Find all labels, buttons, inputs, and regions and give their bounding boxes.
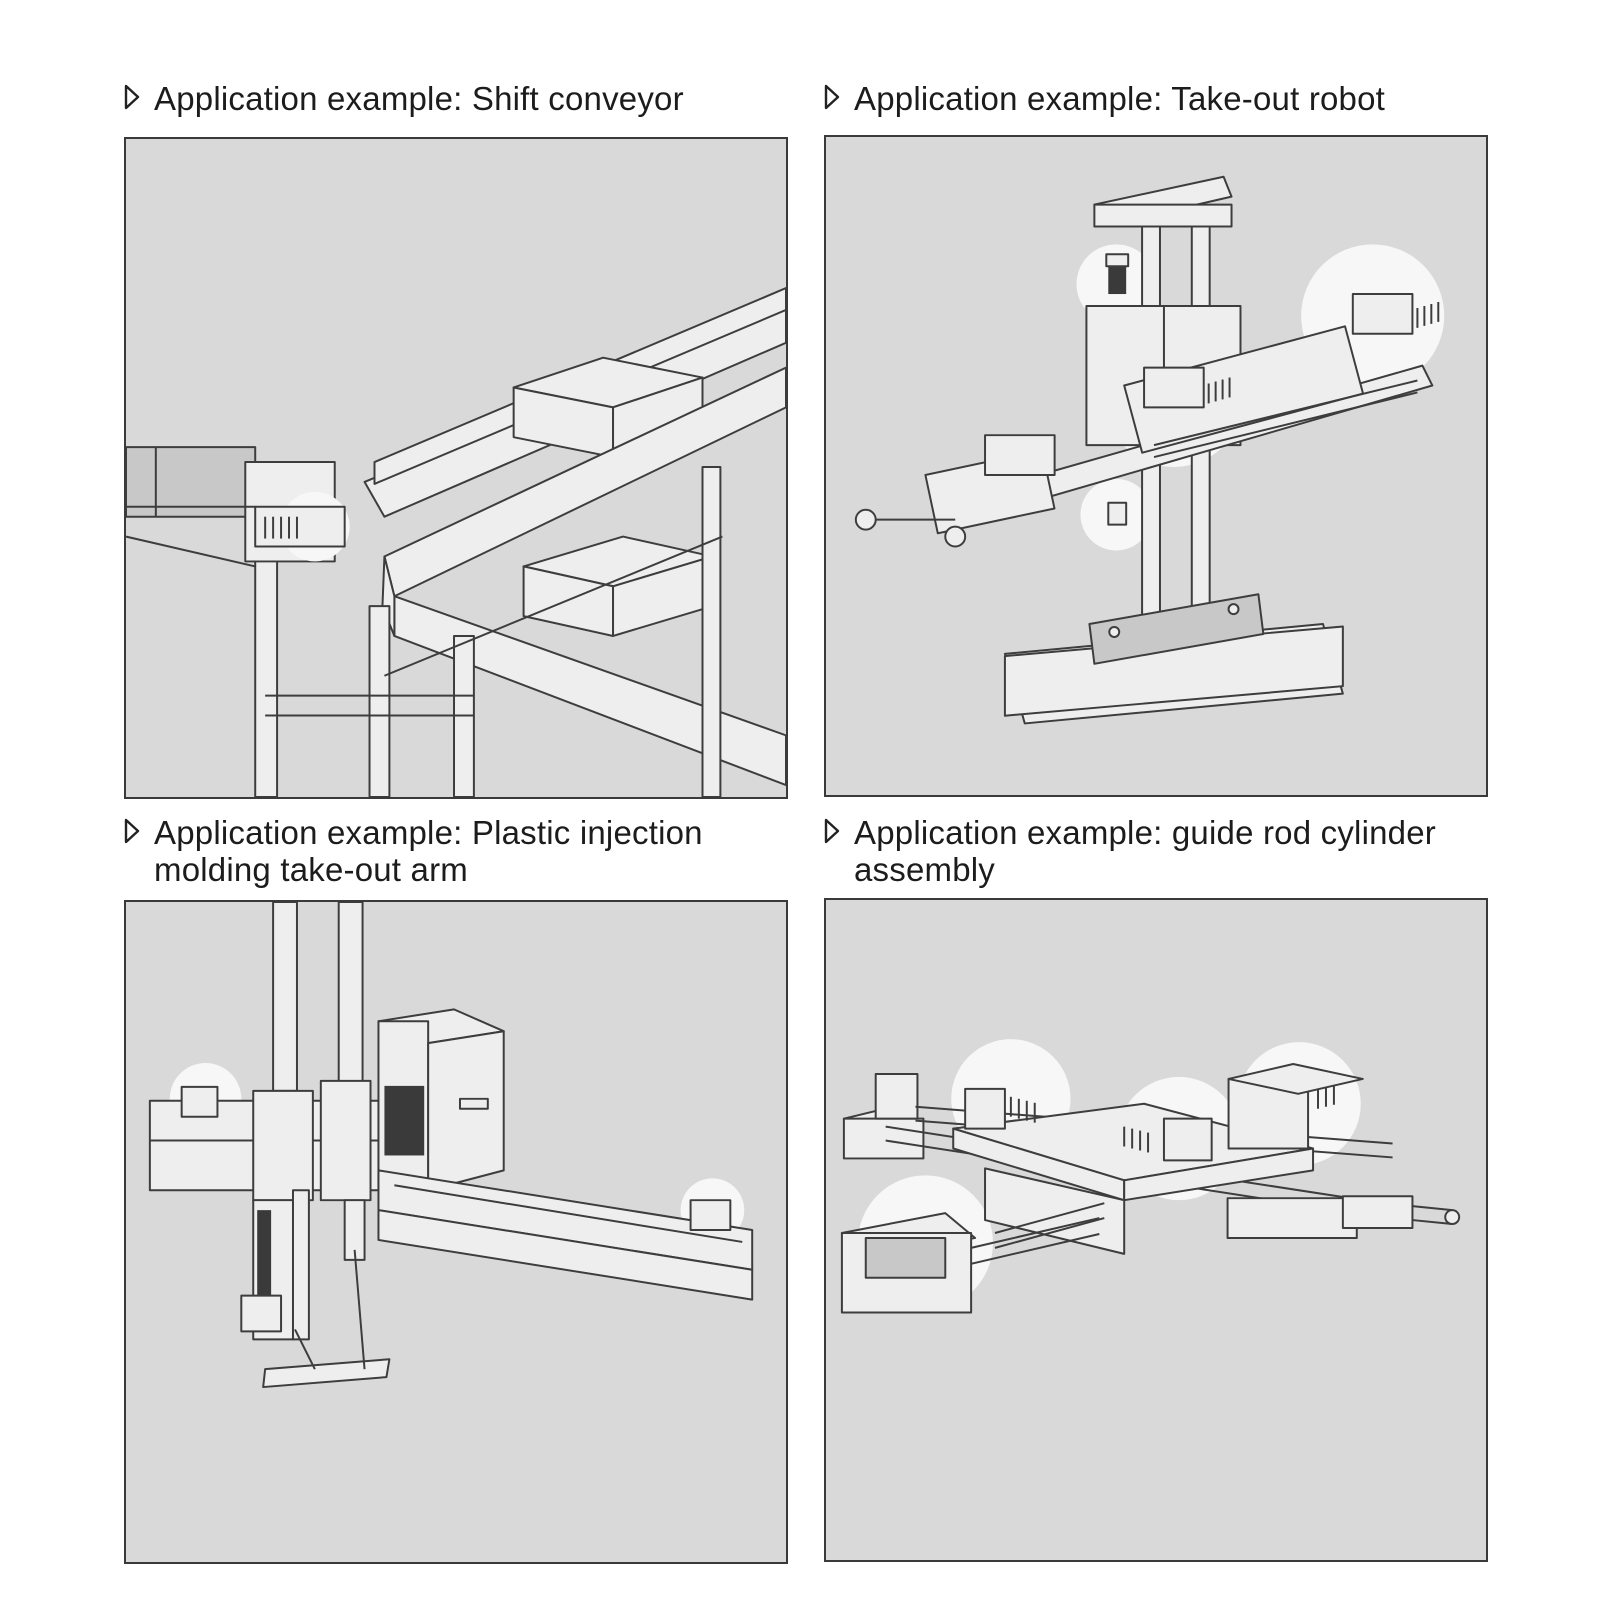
caption-text: Application example: Shift conveyor bbox=[154, 80, 684, 117]
illustration-guide-rod-cylinder bbox=[824, 898, 1488, 1562]
illustration-injection-molding-arm bbox=[124, 900, 788, 1564]
caption-text: Application example: Take-out robot bbox=[854, 80, 1386, 117]
take-out-robot-drawing bbox=[854, 175, 1445, 725]
play-triangle-icon bbox=[124, 84, 140, 110]
caption-shift-conveyor: Application example: Shift conveyor bbox=[124, 80, 804, 117]
injection-molding-arm-drawing bbox=[148, 902, 754, 1389]
caption-guide-rod-cylinder: Application example: guide rod cylinder … bbox=[824, 814, 1444, 888]
play-triangle-icon bbox=[824, 818, 840, 844]
play-triangle-icon bbox=[824, 84, 840, 110]
caption-text: Application example: Plastic injection m… bbox=[154, 814, 703, 888]
shift-conveyor-drawing bbox=[126, 287, 786, 797]
caption-take-out-robot: Application example: Take-out robot bbox=[824, 80, 1504, 117]
illustration-take-out-robot bbox=[824, 135, 1488, 797]
caption-injection-molding-arm: Application example: Plastic injection m… bbox=[124, 814, 824, 888]
caption-text: Application example: guide rod cylinder … bbox=[854, 814, 1436, 888]
guide-rod-cylinder-drawing bbox=[840, 1039, 1461, 1314]
illustration-shift-conveyor bbox=[124, 137, 788, 799]
play-triangle-icon bbox=[124, 818, 140, 844]
